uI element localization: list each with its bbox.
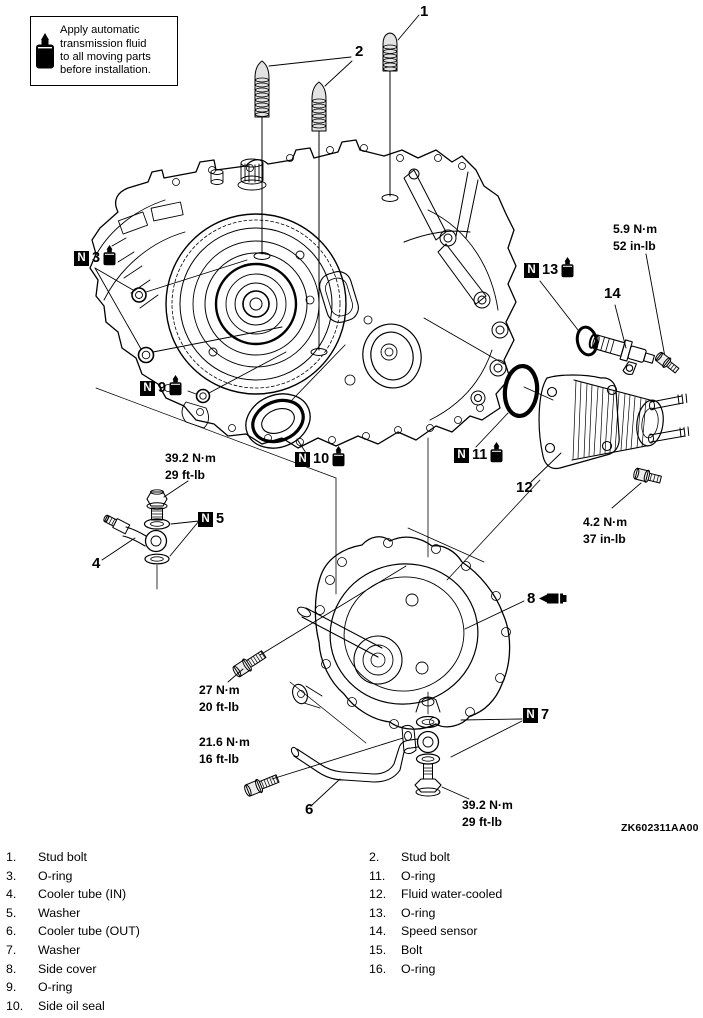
torque-tube-bracket-bolt: 21.6 N·m 16 ft-lb bbox=[199, 735, 250, 766]
fluid-water-cooler-12 bbox=[538, 374, 690, 470]
callout-14: 14 bbox=[604, 285, 621, 302]
n-callout-7: N 7 bbox=[523, 702, 549, 723]
atf-bottle-icon bbox=[561, 257, 574, 278]
n-callout-10: N 10 bbox=[295, 446, 345, 467]
legend-item: 7.Washer bbox=[6, 942, 81, 957]
note-box: Apply automatic transmission fluid to al… bbox=[30, 16, 178, 86]
legend-item: 13.O-ring bbox=[369, 905, 436, 920]
legend-item: 1.Stud bolt bbox=[6, 850, 87, 864]
non-reusable-symbol: N bbox=[523, 708, 538, 723]
legend-item: 12.Fluid water-cooled bbox=[369, 887, 503, 902]
transaxle-case bbox=[89, 139, 517, 449]
legend-item: 9.O-ring bbox=[6, 980, 73, 995]
legend-item: 5.Washer bbox=[6, 905, 81, 920]
torque-cooler-tube-out-bolt: 39.2 N·m 29 ft-lb bbox=[462, 798, 513, 829]
legend-left-column: 1.Stud bolt 3.O-ring 4.Cooler tube (IN) … bbox=[6, 848, 346, 1015]
o-ring-9 bbox=[187, 351, 287, 404]
legend-item: 8.Side cover bbox=[6, 961, 97, 976]
tube-bracket-bolt bbox=[244, 774, 280, 797]
stud-bolt-2a bbox=[253, 60, 271, 260]
torque-water-cooler-bolt: 4.2 N·m 37 in-lb bbox=[583, 515, 628, 546]
figure-reference-code: ZK602311AA00 bbox=[621, 822, 699, 834]
note-text: Apply automatic transmission fluid to al… bbox=[60, 24, 151, 77]
non-reusable-symbol: N bbox=[295, 452, 310, 467]
stud-bolt-2b bbox=[310, 81, 328, 356]
callout-8: 8 bbox=[527, 591, 567, 606]
callout-4: 4 bbox=[92, 555, 101, 572]
non-reusable-symbol: N bbox=[140, 381, 155, 396]
n-callout-3: N 3 bbox=[74, 245, 116, 266]
callout-8-number: 8 bbox=[527, 590, 536, 607]
non-reusable-symbol: N bbox=[454, 448, 469, 463]
side-cover-8 bbox=[292, 536, 511, 730]
speed-sensor-14 bbox=[588, 333, 655, 375]
torque-converter bbox=[165, 213, 347, 395]
cooler-bolt bbox=[633, 467, 662, 484]
n-callout-5: N 5 bbox=[198, 506, 224, 527]
legend-item: 14.Speed sensor bbox=[369, 924, 478, 939]
non-reusable-symbol: N bbox=[74, 251, 89, 266]
callout-1: 1 bbox=[420, 3, 429, 20]
legend-item: 3.O-ring bbox=[6, 868, 73, 883]
legend-item: 4.Cooler tube (IN) bbox=[6, 887, 127, 902]
sealant-tube-icon bbox=[539, 593, 567, 604]
side-cover-bolt bbox=[232, 650, 267, 678]
legend-item: 2.Stud bolt bbox=[369, 850, 450, 864]
legend-item: 10.Side oil seal bbox=[6, 998, 105, 1013]
o-ring-3-pair bbox=[94, 259, 283, 364]
legend-item: 6.Cooler tube (OUT) bbox=[6, 924, 140, 939]
non-reusable-symbol: N bbox=[524, 263, 539, 278]
callout-2: 2 bbox=[355, 43, 364, 60]
atf-bottle-icon bbox=[332, 446, 345, 467]
legend-item: 16.O-ring bbox=[369, 961, 436, 976]
leader-lines-studs bbox=[268, 14, 420, 87]
callout-12: 12 bbox=[516, 479, 533, 496]
sensor-bolt bbox=[654, 351, 680, 374]
legend-item: 15.Bolt bbox=[369, 942, 423, 957]
n-callout-11: N 11 bbox=[454, 442, 503, 463]
stud-bolt-1 bbox=[381, 32, 399, 202]
legend-right-column: 2.Stud bolt 11.O-ring 12.Fluid water-coo… bbox=[369, 848, 689, 978]
callout-6: 6 bbox=[305, 801, 314, 818]
atf-bottle-icon bbox=[490, 442, 503, 463]
atf-bottle-icon bbox=[169, 375, 182, 396]
seal-leaders bbox=[291, 344, 346, 454]
non-reusable-symbol: N bbox=[198, 512, 213, 527]
atf-bottle-icon bbox=[103, 245, 116, 266]
side-oil-seal-10 bbox=[245, 393, 311, 449]
torque-cooler-tube-in-bolt: 39.2 N·m 29 ft-lb bbox=[165, 451, 216, 482]
n-callout-9: N 9 bbox=[140, 375, 182, 396]
cooler-tube-in-assembly bbox=[101, 480, 200, 565]
torque-speed-sensor-bolt: 5.9 N·m 52 in-lb bbox=[613, 222, 658, 253]
exploded-view-drawing bbox=[89, 14, 690, 806]
torque-side-cover-bolt: 27 N·m 20 ft-lb bbox=[199, 683, 240, 714]
legend-item: 11.O-ring bbox=[369, 868, 436, 883]
atf-bottle-icon bbox=[36, 33, 54, 69]
cooler-tube-out-assembly bbox=[290, 715, 523, 806]
n-callout-13: N 13 bbox=[524, 257, 574, 278]
